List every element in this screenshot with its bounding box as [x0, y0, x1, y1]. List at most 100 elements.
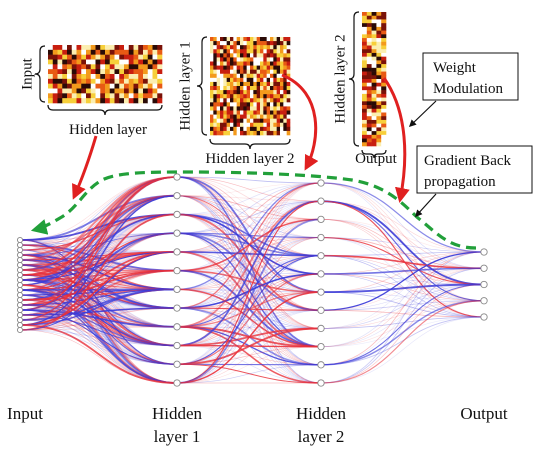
- heatmap-cell: [62, 83, 68, 89]
- heatmap-cell: [119, 78, 125, 84]
- heatmap-cell: [128, 59, 134, 65]
- heatmap-cell: [376, 112, 382, 117]
- neuron-node: [173, 266, 181, 275]
- weight-connection: [320, 182, 485, 318]
- heatmap-cell: [71, 69, 77, 75]
- heatmap-cell: [216, 49, 221, 54]
- heatmap-cell: [236, 110, 241, 115]
- heatmap-cell: [226, 94, 231, 99]
- weight-connection: [320, 200, 485, 253]
- heatmap-cell: [105, 78, 111, 84]
- heatmap-cell: [371, 119, 377, 124]
- weight-callout-pointer: [408, 100, 437, 127]
- heatmap-cell: [240, 53, 244, 58]
- heatmap-cell: [95, 54, 101, 60]
- heatmap-cell: [253, 37, 257, 42]
- heatmap-cell: [100, 54, 106, 60]
- heatmap-cell: [250, 106, 254, 111]
- weight-connection: [19, 307, 178, 331]
- heatmap-cell: [273, 41, 277, 46]
- heatmap-cell: [246, 114, 251, 119]
- heatmap-cell: [71, 88, 77, 94]
- weight-connection: [176, 327, 322, 366]
- heatmap-cell: [76, 98, 82, 104]
- heatmap-cell: [233, 73, 237, 79]
- heatmap-cell: [220, 53, 224, 58]
- neuron-node: [16, 266, 24, 274]
- heatmap-cell: [280, 49, 284, 54]
- heatmap-cell: [95, 93, 101, 99]
- heatmap-cell: [105, 45, 111, 51]
- heatmap-cell: [128, 74, 134, 80]
- heatmap-cell: [246, 130, 251, 136]
- heatmap-cell: [143, 74, 149, 80]
- heatmap-cell: [273, 73, 277, 79]
- heatmap-cell: [371, 101, 377, 106]
- heatmap-cell: [362, 142, 368, 147]
- weight-connection: [176, 182, 322, 215]
- heatmap-cell: [62, 88, 68, 94]
- heatmap-cell: [280, 81, 284, 87]
- heatmap-cell: [213, 122, 217, 128]
- heatmap-cell: [381, 15, 387, 20]
- heatmap-cell: [280, 65, 284, 70]
- m1-arrow: [72, 135, 98, 200]
- heatmap-cell: [240, 122, 244, 128]
- heatmap-cell: [210, 106, 214, 111]
- heatmap-cell: [52, 78, 58, 84]
- heatmap-cell: [366, 97, 372, 102]
- weight-connection: [320, 237, 485, 302]
- weight-connection: [320, 267, 485, 366]
- heatmap-cell: [381, 97, 387, 102]
- heatmap-cell: [366, 79, 372, 84]
- heatmap-cell: [263, 118, 267, 124]
- heatmap-cell: [86, 98, 92, 104]
- heatmap-cell: [216, 114, 221, 119]
- heatmap-cell: [138, 64, 144, 70]
- heatmap-cell: [366, 56, 372, 61]
- heatmap-cell: [240, 110, 244, 115]
- heatmap-cell: [286, 49, 291, 54]
- heatmap-cell: [273, 77, 277, 83]
- weight-connection: [176, 176, 322, 257]
- heatmap-cell: [371, 90, 377, 95]
- weight-connection: [176, 346, 322, 365]
- neuron-node: [317, 379, 325, 387]
- heatmap-cell: [119, 98, 125, 104]
- heatmap-cell: [236, 69, 241, 75]
- heatmap-cell: [376, 56, 382, 61]
- weight-connection: [176, 176, 322, 238]
- neuron-node: [173, 360, 181, 368]
- heatmap-cell: [62, 59, 68, 65]
- weight-connection: [320, 267, 485, 329]
- heatmap-cell: [138, 78, 144, 84]
- heatmap-cell: [230, 69, 234, 75]
- heatmap-cell: [223, 102, 227, 107]
- weight-connection: [320, 283, 485, 294]
- heatmap-cell: [236, 65, 241, 70]
- neuron-node: [173, 173, 181, 181]
- heatmap-cell: [250, 53, 254, 58]
- heatmap-cell: [62, 45, 68, 51]
- heatmap-cell: [157, 88, 163, 94]
- heatmap-cell: [256, 94, 261, 99]
- heatmap-cell: [362, 64, 368, 69]
- heatmap-cell: [376, 131, 382, 136]
- heatmap-cell: [216, 130, 221, 136]
- heatmap-cell: [230, 110, 234, 115]
- weight-connection: [176, 218, 322, 290]
- heatmap-cell: [223, 57, 227, 62]
- heatmap-cell: [81, 74, 87, 80]
- heatmap-cell: [246, 57, 251, 62]
- heatmap-cell: [233, 69, 237, 75]
- heatmap-cell: [124, 54, 130, 60]
- heatmap-cell: [114, 59, 120, 65]
- heatmap-cell: [286, 98, 291, 103]
- neuron-node: [173, 248, 181, 256]
- heatmap-cell: [52, 98, 58, 104]
- heatmap-cell: [105, 74, 111, 80]
- heatmap-cell: [220, 122, 224, 128]
- heatmap-cell: [81, 98, 87, 104]
- heatmap-cell: [48, 98, 54, 104]
- heatmap-cell: [105, 59, 111, 65]
